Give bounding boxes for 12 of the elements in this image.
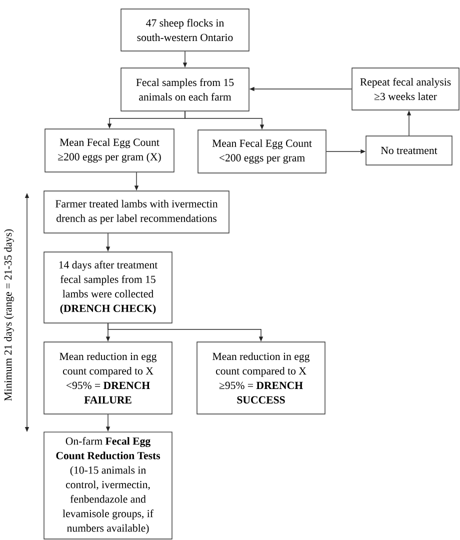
dimension-label: Minimum 21 days (range = 21-35 days)	[4, 229, 14, 401]
process-box: Mean reduction in egg count compared to X ≥95% = DRENCH SUCCESS	[196, 342, 326, 414]
process-box: 47 sheep flocks in south-western Ontario	[120, 8, 250, 52]
process-box: Fecal samples from 15 animals on each farm	[120, 68, 250, 112]
process-box: Mean Fecal Egg Count ≥200 eggs per gram (X)	[44, 128, 174, 172]
process-box: 14 days after treatment fecal samples from 15 lambs were collected (DRENCH CHECK)	[44, 252, 172, 324]
process-box: On-farm Fecal Egg Count Reduction Tests (10-15 animals in control, ivermectin, fenbendazole and levamisole groups, if numbers available)	[44, 432, 172, 540]
process-box: No treatment	[366, 136, 452, 166]
process-box: Repeat fecal analysis ≥3 weeks later	[352, 68, 460, 110]
process-box: Mean reduction in egg count compared to X <95% = DRENCH FAILURE	[44, 342, 172, 414]
process-box: Farmer treated lambs with ivermectin drench as per label recommendations	[44, 190, 230, 234]
process-box: Mean Fecal Egg Count <200 eggs per gram	[198, 130, 326, 174]
